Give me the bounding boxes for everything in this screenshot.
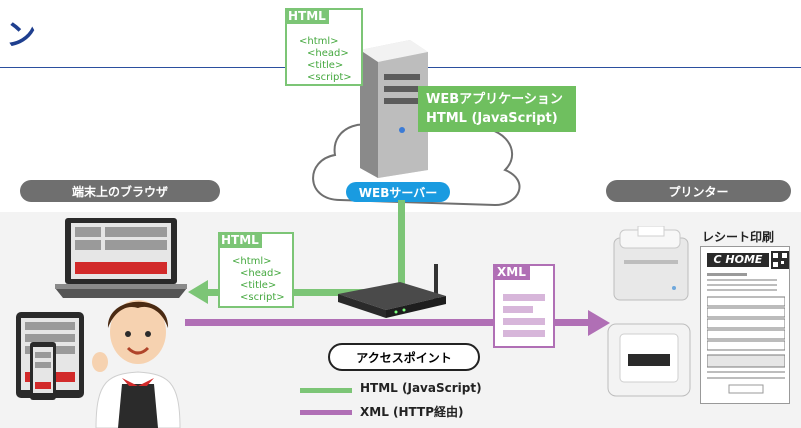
code-line: <title> (240, 280, 277, 291)
xml-flow-line (185, 319, 590, 326)
web-app-line2: HTML (JavaScript) (426, 111, 558, 126)
code-line: <head> (240, 268, 282, 279)
web-app-box: WEBアプリケーション HTML (JavaScript) (418, 86, 576, 132)
qr-code-icon (771, 251, 789, 269)
code-line: <title> (307, 60, 344, 71)
router-icon (338, 264, 446, 318)
legend-swatch-xml (300, 410, 352, 415)
staff-person-illustration (92, 300, 181, 428)
xml-doc-line (503, 294, 545, 301)
html-flow-arrowhead (188, 280, 208, 304)
xml-doc-line (503, 330, 545, 337)
legend-label-xml: XML (HTTP経由) (360, 405, 464, 419)
receipt-line-items (707, 273, 785, 394)
receipt-paper: C HOME (700, 246, 790, 404)
laptop-icon (55, 218, 187, 298)
web-app-line1: WEBアプリケーション (426, 92, 563, 107)
page-title-fragment: ン (6, 18, 36, 53)
html-code-card-top: HTML <html> <head> <title> <script> (285, 8, 363, 86)
printer-section-label: プリンター (606, 180, 791, 202)
server-ap-link (398, 200, 405, 290)
code-line: <html> (232, 256, 272, 267)
xml-tag: XML (493, 264, 530, 280)
browser-section-label: 端末上のブラウザ (20, 180, 220, 202)
code-line: <html> (299, 36, 339, 47)
xml-doc-card: XML (493, 264, 555, 348)
smartphone-icon (30, 342, 56, 400)
web-server-icon (360, 40, 428, 178)
xml-doc-line (503, 306, 533, 313)
receipt-printer-icon-top (613, 226, 689, 301)
code-line: <script> (240, 292, 285, 303)
html-flow-line (200, 289, 402, 296)
code-line: <head> (307, 48, 349, 59)
legend-swatch-html (300, 388, 352, 393)
legend-label-html: HTML (JavaScript) (360, 381, 482, 395)
html-tag-top: HTML (285, 8, 329, 24)
web-server-label: WEBサーバー (346, 182, 450, 202)
code-line: <script> (307, 72, 352, 83)
xml-doc-line (503, 318, 545, 325)
xml-flow-arrowhead (588, 310, 610, 336)
receipt-brand: C HOME (707, 253, 769, 267)
html-code-card-mid: HTML <html> <head> <title> <script> (218, 232, 294, 308)
receipt-printer-icon-bottom (607, 323, 691, 397)
receipt-print-label: レシート印刷 (702, 230, 775, 244)
access-point-label: アクセスポイント (328, 343, 480, 371)
html-tag-mid: HTML (218, 232, 262, 248)
